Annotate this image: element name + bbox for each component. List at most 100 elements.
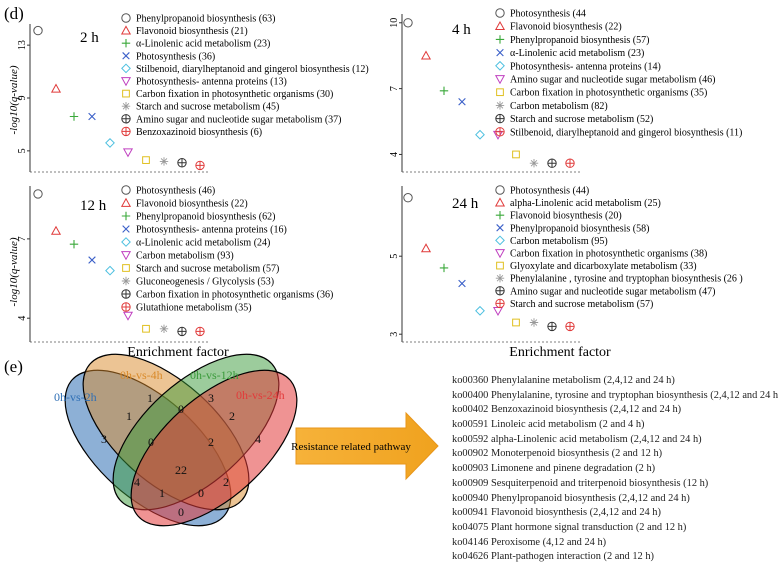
data-point	[69, 239, 79, 249]
legend-label: Starch and sucrose metabolism (45)	[136, 102, 279, 113]
pathway-item: ko00400 Phenylalanine, tyrosine and tryp…	[452, 389, 778, 401]
venn-diagram: 0h-vs-2h 0h-vs-4h 0h-vs-12h 0h-vs-24h 3 …	[54, 353, 298, 527]
data-point	[492, 306, 504, 317]
data-point	[458, 279, 466, 288]
y-tick-label: 5	[389, 254, 400, 259]
legend-marker	[495, 286, 505, 296]
data-point	[565, 321, 575, 332]
legend-label: Phenylpropanoid biosynthesis (63)	[136, 14, 275, 25]
legend-marker	[122, 52, 130, 60]
legend-marker	[121, 185, 131, 195]
pathway-item: ko04626 Plant-pathogen interaction (2 an…	[452, 551, 654, 563]
data-point	[547, 321, 557, 332]
data-point	[420, 50, 432, 60]
pathway-item: ko00591 Linoleic acid metabolism (2 and …	[452, 419, 645, 431]
arrow-shape	[295, 411, 439, 481]
venn-set-24h	[130, 369, 298, 527]
legend-label: α-Linolenic acid metabolism (23)	[510, 48, 644, 59]
venn-count: 22	[175, 463, 187, 477]
data-point	[88, 112, 96, 121]
legend-label: alpha-Linolenic acid metabolism (25)	[510, 198, 661, 209]
data-point	[475, 129, 485, 140]
y-tick-label: 3	[389, 332, 400, 337]
data-point	[159, 157, 169, 166]
venn-count: 0	[198, 486, 204, 500]
data-point	[105, 138, 115, 148]
legend-marker	[121, 114, 131, 124]
legend-label: Carbon metabolism (82)	[510, 101, 608, 112]
data-point	[69, 112, 79, 121]
pathway-item: ko00941 Flavonoid biosynthesis (2,4,12 a…	[452, 507, 661, 519]
legend-label: Starch and sucrose metabolism (57)	[136, 264, 279, 275]
venn-count: 1	[147, 391, 153, 405]
data-point	[142, 156, 150, 164]
chart-title: 4 h	[452, 22, 471, 38]
pathway-item: ko00909 Sesquiterpenoid and triterpenoid…	[452, 477, 709, 489]
legend-label: Carbon metabolism (93)	[136, 251, 234, 262]
data-point	[458, 98, 466, 106]
venn-count: 2	[208, 435, 214, 449]
venn-count: 0	[178, 402, 184, 416]
legend-marker	[122, 89, 130, 98]
legend-marker	[120, 25, 132, 35]
legend-marker	[495, 211, 505, 220]
legend-label: Starch and sucrose metabolism (52)	[510, 114, 653, 125]
pathway-item: ko00360 Phenylalanine metabolism (2,4,12…	[452, 375, 675, 386]
venn-count: 1	[126, 409, 132, 423]
legend-marker	[121, 276, 131, 286]
legend-label: α-Linolenic acid metabolism (23)	[136, 39, 270, 50]
legend-marker	[121, 289, 131, 299]
legend-marker	[121, 302, 131, 312]
legend-label: Phenylpropanoid biosynthesis (62)	[136, 212, 275, 223]
legend-label: Flavonoid biosynthesis (20)	[510, 211, 622, 222]
legend-label: Gluconeogenesis / Glycolysis (53)	[136, 277, 274, 288]
data-point	[403, 193, 413, 203]
legend-marker	[494, 249, 506, 259]
venn-count: 0	[178, 505, 184, 519]
venn-count: 0	[148, 435, 154, 449]
legend-label: Glyoxylate and dicarboxylate metabolism …	[510, 261, 697, 272]
legend-marker	[495, 35, 505, 44]
data-point	[88, 256, 96, 264]
arrow-label: Resistance related pathway	[291, 441, 411, 453]
x-axis-label-right: Enrichment factor	[509, 345, 611, 360]
data-point	[403, 18, 413, 28]
legend-marker	[121, 126, 131, 137]
legend-marker	[496, 48, 504, 57]
legend-marker	[121, 211, 131, 221]
data-point	[105, 265, 115, 276]
legend-label: Photosynthesis- antenna proteins (14)	[510, 61, 661, 72]
legend-label: Amino sugar and nucleotide sugar metabol…	[510, 286, 716, 297]
legend-label: Photosynthesis (44	[510, 9, 586, 20]
pathway-item: ko00592 alpha-Linolenic acid metabolism …	[452, 433, 702, 445]
data-point	[177, 326, 187, 337]
legend-label: Carbon fixation in photosynthetic organi…	[136, 290, 333, 301]
legend-label: Carbon fixation in photosynthetic organi…	[510, 88, 707, 99]
legend-label: Amino sugar and nucleotide sugar metabol…	[136, 114, 342, 125]
legend-marker	[121, 237, 131, 247]
legend-label: Photosynthesis- antenna proteins (16)	[136, 225, 287, 236]
x-axis-label-left: Enrichment factor	[127, 345, 229, 360]
data-point	[50, 83, 62, 93]
venn-count: 2	[223, 475, 229, 489]
data-point	[50, 225, 62, 235]
legend-marker	[494, 75, 506, 85]
y-tick-label: 7	[17, 236, 28, 241]
y-axis-label-top: -log10(q-value)	[8, 65, 20, 134]
pathway-item: ko04146 Peroxisome (4,12 and 24 h)	[452, 536, 607, 548]
pathway-item: ko00940 Phenylpropanoid biosynthesis (2,…	[452, 492, 690, 504]
legend-marker	[495, 60, 505, 71]
y-tick-label: 13	[17, 40, 28, 50]
legend-label: Stilbenoid, diarylheptanoid and gingerol…	[136, 64, 369, 75]
data-point	[33, 25, 43, 36]
legend-marker	[495, 298, 505, 309]
panel-d-label: (d)	[4, 4, 24, 23]
data-point	[420, 243, 432, 253]
venn-count: 3	[208, 391, 214, 405]
legend-marker	[495, 235, 505, 246]
legend-label: Flavonoid biosynthesis (22)	[136, 199, 248, 210]
